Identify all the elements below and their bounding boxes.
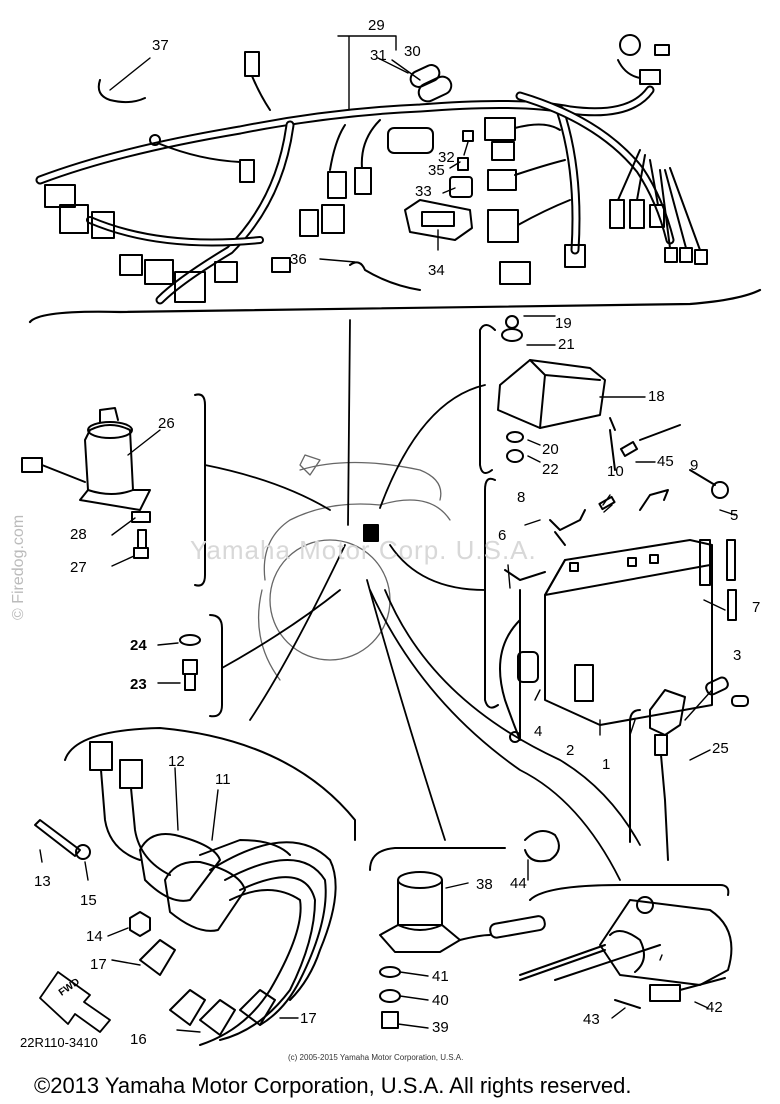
part-label-9: 9 [690,457,699,474]
part-label-11: 11 [215,771,231,788]
relay-group [629,676,749,861]
part-label-24: 24 [130,637,147,654]
part-label-35: 35 [428,162,445,179]
part-label-30: 30 [404,43,421,60]
part-label-39: 39 [432,1019,449,1036]
part-label-27: 27 [70,559,87,576]
part-label-13: 13 [34,873,51,890]
part-label-15: 15 [80,892,97,909]
part-label-21: 21 [558,336,575,353]
part-label-44: 44 [510,875,527,892]
part-label-37: 37 [152,37,169,54]
part-label-34: 34 [428,262,445,279]
copyright-notice: ©2013 Yamaha Motor Corporation, U.S.A. A… [34,1073,632,1098]
part-label-8: 8 [517,489,526,506]
part-label-19: 19 [555,315,572,332]
site-watermark: © Firedog.com [10,514,27,620]
watermark: Yamaha Motor Corp. U.S.A. [190,535,537,565]
part-label-23: 23 [130,676,147,693]
part-label-33: 33 [415,183,432,200]
part-label-3: 3 [733,647,742,664]
routing-lines [204,319,641,881]
part-label-17: 17 [90,956,107,973]
part-label-6: 6 [498,527,507,544]
ignition-switch-group [21,393,206,587]
part-label-40: 40 [432,992,449,1009]
part-label-18: 18 [648,388,665,405]
part-label-2: 2 [566,742,575,759]
part-label-4: 4 [534,723,543,740]
part-label-43: 43 [583,1011,600,1028]
part-label-20: 20 [542,441,559,458]
part-label-29: 29 [368,17,385,34]
part-label-31: 31 [370,47,387,64]
part-label-25: 25 [712,740,729,757]
part-label-7: 7 [752,599,761,616]
small-copyright: (c) 2005-2015 Yamaha Motor Corporation, … [288,1053,464,1062]
part-label-36: 36 [290,251,307,268]
part-label-1: 1 [602,756,611,773]
battery-group [484,469,737,743]
part-label-26: 26 [158,415,175,432]
wire-harness-group [28,34,762,324]
part-label-5: 5 [730,507,739,524]
part-label-41: 41 [432,968,449,985]
part-label-32: 32 [438,149,455,166]
part-label-12: 12 [168,753,185,770]
part-label-17-b: 17 [300,1010,317,1027]
diagram-code: 22R110-3410 [20,1035,98,1050]
part-label-38: 38 [476,876,493,893]
part-label-14: 14 [86,928,103,945]
part-label-10: 10 [607,463,624,480]
part-label-28: 28 [70,526,87,543]
center-relay-block [363,524,379,542]
part-label-42: 42 [706,999,723,1016]
starter-relay-group [519,884,733,1019]
ignition-coil-group [34,727,356,1046]
sensor-group [157,614,223,718]
part-label-45: 45 [657,453,674,470]
horn-group [369,830,560,1029]
part-label-22: 22 [542,461,559,478]
part-label-16: 16 [130,1031,147,1048]
regulator-group [479,315,681,511]
